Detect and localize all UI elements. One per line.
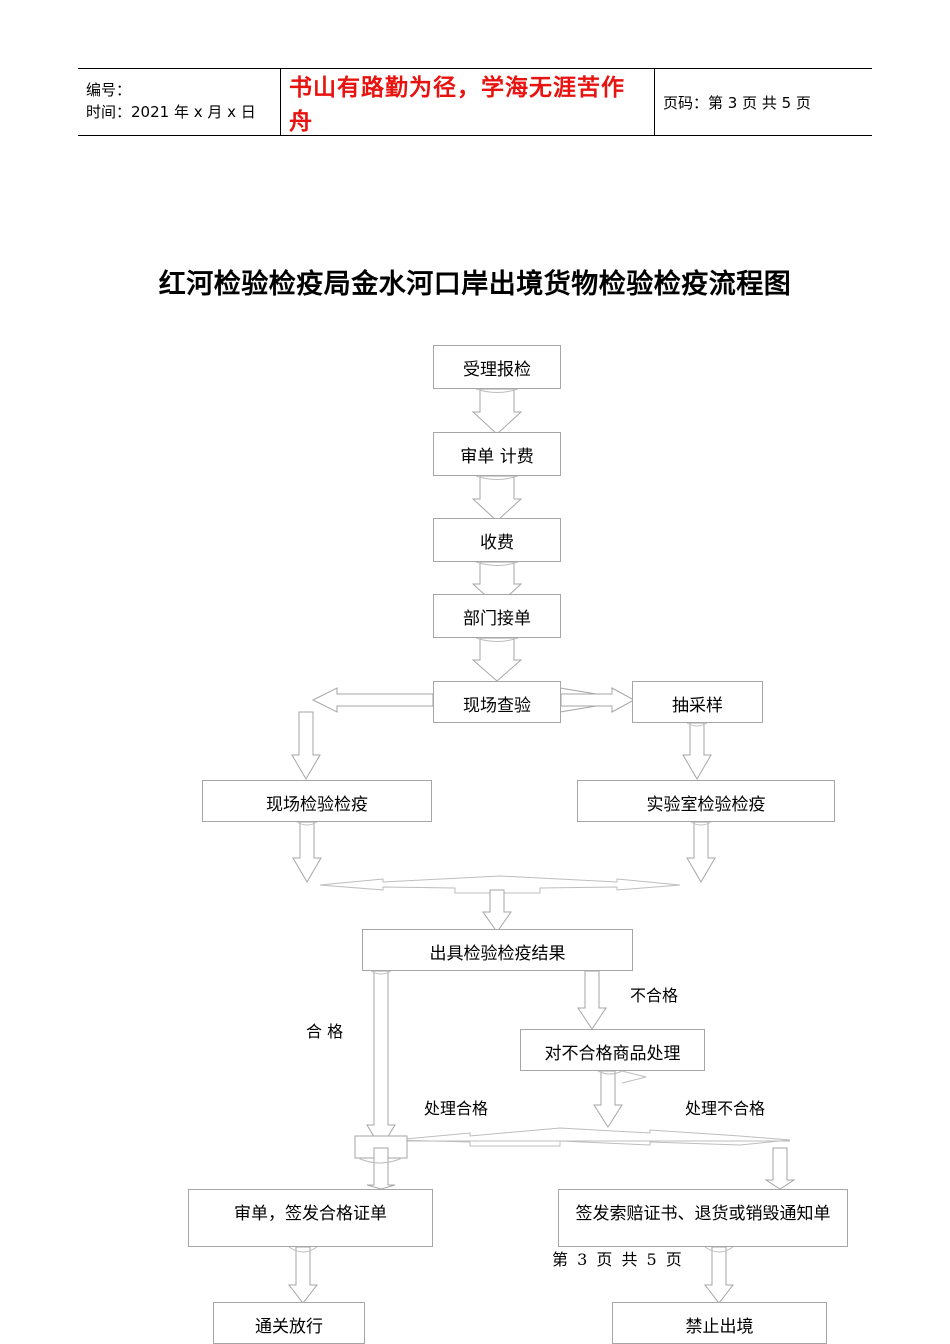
header-table: 编号： 时间：2021 年 x 月 x 日 书山有路勤为径，学海无涯苦作舟 页码…	[78, 68, 872, 136]
flow-node-label: 现场查验	[463, 696, 531, 716]
flow-node-field-quarantine[interactable]: 现场检验检疫	[202, 780, 432, 822]
flow-node-collect-fee[interactable]: 收费	[433, 518, 561, 562]
edge-left-to-n7	[291, 711, 321, 780]
page-title: 红河检验检疫局金水河口岸出境货物检验检疫流程图	[158, 269, 792, 300]
flow-node-label: 部门接单	[463, 609, 531, 629]
edge-merge-n9	[319, 875, 681, 933]
document-number-label: 编号：	[86, 81, 132, 100]
flow-node-issue-result[interactable]: 出具检验检疫结果	[362, 929, 633, 971]
edge-merge-n11	[354, 1135, 408, 1190]
edge-label-unqualified: 不合格	[630, 986, 679, 1005]
header-cell-document-meta: 编号： 时间：2021 年 x 月 x 日	[78, 69, 281, 135]
header-cell-page-info: 页码：第 3 页 共 5 页	[655, 69, 872, 135]
flow-node-issue-claim-notice[interactable]: 签发索赔证书、退货或销毁通知单	[558, 1189, 848, 1247]
header-cell-motto: 书山有路勤为径，学海无涯苦作舟	[281, 69, 655, 135]
flow-node-label: 现场检验检疫	[266, 795, 368, 815]
flow-node-label: 通关放行	[255, 1317, 323, 1337]
edge-n11-n13	[287, 1246, 319, 1304]
page-info-text: 页码：第 3 页 共 5 页	[663, 93, 811, 112]
flow-node-handle-unqualified[interactable]: 对不合格商品处理	[520, 1029, 705, 1071]
footer-page-note: 第 3 页 共 5 页	[552, 1250, 684, 1269]
flow-node-label: 实验室检验检疫	[646, 795, 766, 815]
flow-node-label: 出具检验检疫结果	[429, 944, 566, 964]
flow-node-customs-release[interactable]: 通关放行	[213, 1302, 365, 1344]
motto-text: 书山有路勤为径，学海无涯苦作舟	[289, 74, 625, 135]
edge-n12-n14	[703, 1246, 735, 1304]
edge-label-qualified: 合 格	[306, 1022, 344, 1041]
edge-n2-n3	[471, 475, 523, 522]
edge-label-treatment-qualified: 处理合格	[424, 1099, 489, 1118]
edge-n9-qualified	[366, 970, 396, 1149]
edge-split-n12	[764, 1147, 796, 1190]
flow-node-label: 禁止出境	[685, 1317, 754, 1337]
flow-node-issue-certificate[interactable]: 审单，签发合格证单	[188, 1189, 433, 1247]
flow-node-label: 抽采样	[672, 696, 723, 716]
flow-node-review-and-charge[interactable]: 审单 计费	[433, 432, 561, 476]
edge-n6-n8	[682, 722, 712, 780]
edge-label-treatment-unqualified: 处理不合格	[685, 1099, 766, 1118]
flow-node-label: 审单，签发合格证单	[234, 1204, 387, 1224]
document-date-label: 时间：2021 年 x 月 x 日	[86, 103, 256, 121]
edge-n1-n2	[471, 388, 523, 435]
flow-node-label: 对不合格商品处理	[544, 1044, 681, 1064]
flow-node-label: 签发索赔证书、退货或销毁通知单	[575, 1204, 831, 1224]
flow-node-label: 审单 计费	[460, 447, 534, 467]
flow-node-accept-declaration[interactable]: 受理报检	[433, 345, 561, 389]
flow-node-on-site-inspection[interactable]: 现场查验	[433, 681, 561, 723]
edge-n7-merge	[292, 821, 322, 883]
flow-node-department-receive[interactable]: 部门接单	[433, 594, 561, 638]
flow-node-lab-quarantine[interactable]: 实验室检验检疫	[577, 780, 835, 822]
edge-n5-n6	[559, 687, 636, 713]
edge-n5-left	[311, 687, 434, 713]
edge-n8-merge	[686, 821, 716, 883]
flow-node-export-prohibited[interactable]: 禁止出境	[612, 1302, 827, 1344]
edge-n4-n5	[471, 637, 523, 682]
flow-node-label: 受理报检	[463, 360, 531, 380]
edge-n10-split	[593, 1070, 647, 1128]
edge-n9-unqualified	[577, 970, 607, 1030]
flow-node-sampling[interactable]: 抽采样	[632, 681, 763, 723]
flow-node-label: 收费	[480, 533, 514, 553]
edge-split-bar	[393, 1127, 791, 1147]
